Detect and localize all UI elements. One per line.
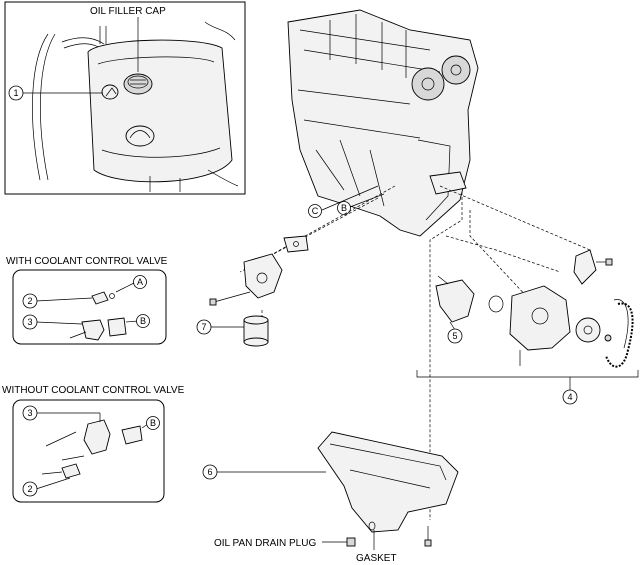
ref-c-engine: C [312,206,319,216]
dipstick-handle [101,84,119,100]
with-coolant-valve-group: WITH COOLANT CONTROL VALVE [6,256,168,345]
callout-7: 7 [201,322,206,332]
gasket [368,521,376,531]
emblem [125,125,155,147]
ref-b-with: B [140,316,146,326]
engine-cover-inset: OIL FILLER CAP [4,1,246,195]
camshaft-pulley-1 [411,67,445,101]
oil-pan-drain-plug [346,537,356,547]
ref-b-engine: B [341,203,347,213]
ref-b-without: B [150,418,156,428]
ref-a-with: A [137,277,143,287]
oil-filter-bracket [209,235,309,306]
engine-cover [87,39,233,183]
callout-2-without: 2 [27,484,32,494]
engine-block [287,9,479,237]
oil-filler-cap-label: OIL FILLER CAP [90,6,166,17]
callout-5: 5 [452,331,457,341]
oil-pump-parts [416,275,639,391]
with-coolant-valve-label: WITH COOLANT CONTROL VALVE [6,256,168,267]
callout-6: 6 [207,467,212,477]
gasket-label: GASKET [356,553,397,564]
callout-4: 4 [567,392,572,402]
callout-3-without: 3 [27,408,32,418]
without-coolant-valve-group: WITHOUT COOLANT CONTROL VALVE [2,385,185,503]
callout-3-with: 3 [27,317,32,327]
drain-plug-group: OIL PAN DRAIN PLUG GASKET [214,521,397,564]
without-coolant-valve-label: WITHOUT COOLANT CONTROL VALVE [2,385,185,396]
callout-1: 1 [13,88,18,98]
camshaft-pulley-2 [441,55,471,85]
callout-2-with: 2 [27,296,32,306]
chain-tensioner [573,249,613,285]
oil-pan-drain-plug-label: OIL PAN DRAIN PLUG [214,538,316,549]
oil-filter [210,315,269,347]
oil-pan [217,431,459,547]
